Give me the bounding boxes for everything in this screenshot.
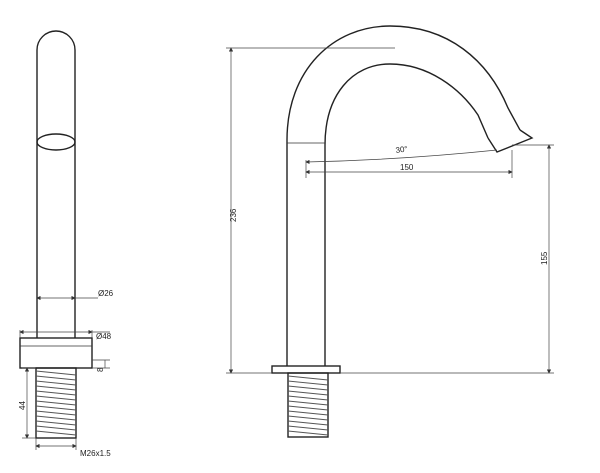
reach-label: 150 (400, 163, 414, 172)
pipe-diameter-label: Ø26 (98, 289, 114, 298)
total-height-label: 236 (229, 208, 238, 222)
angle-label: 30° (395, 144, 408, 155)
front-thread-lines (287, 375, 329, 436)
spout-inner (324, 63, 489, 366)
base-height-label: 8 (96, 367, 105, 372)
side-view: Ø26 Ø48 8 44 M26x1.5 (18, 30, 114, 458)
thread-spec-label: M26x1.5 (80, 449, 111, 458)
side-thread-lines (35, 370, 77, 436)
spout-outer (286, 25, 521, 366)
side-pipe-section (36, 133, 76, 151)
side-pipe-outline (36, 30, 76, 338)
side-base-flange (19, 337, 93, 369)
side-thread (35, 367, 77, 439)
front-base (271, 365, 341, 374)
base-diameter-label: Ø48 (96, 332, 112, 341)
outlet-height-label: 155 (540, 251, 549, 265)
front-view: 236 30° 150 155 (226, 25, 554, 438)
spout-outlet (487, 129, 534, 153)
thread-length-label: 44 (18, 401, 27, 410)
